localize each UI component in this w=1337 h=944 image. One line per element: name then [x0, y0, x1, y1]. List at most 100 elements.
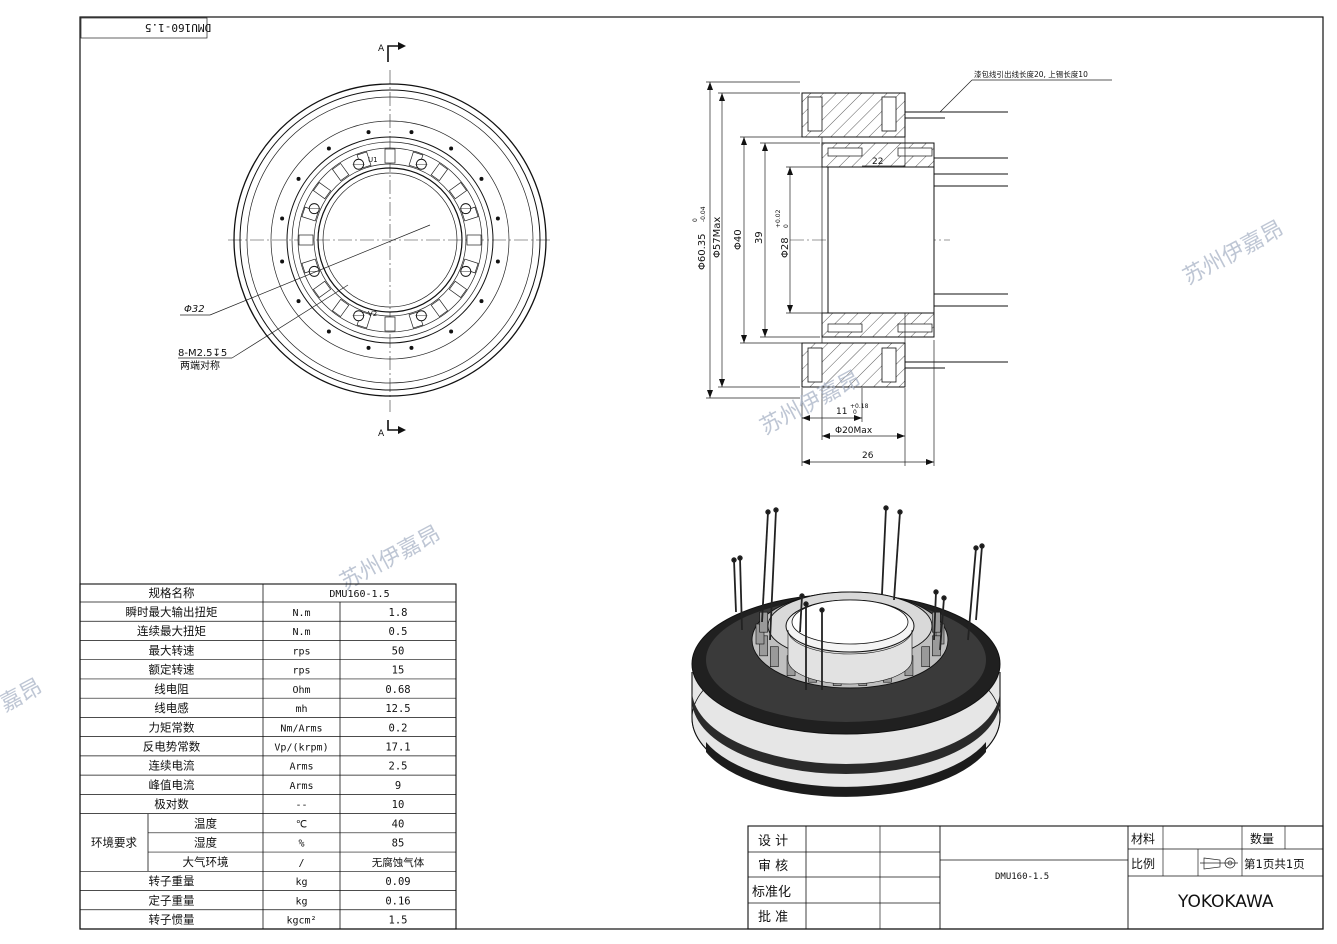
stator-slot: [430, 298, 449, 318]
lead-wire-note: 漆包线引出线长度20, 上锡长度10: [974, 69, 1088, 79]
stator-slot: [466, 234, 482, 246]
ring-label-bottom: V2: [368, 310, 377, 318]
section-view: 漆包线引出线长度20, 上锡长度10 Φ60.35 0 -0.04 Φ57Max…: [692, 69, 1112, 466]
lead-pin: [939, 597, 945, 651]
ring-dot: [326, 146, 331, 151]
spec-row-value: 0.5: [389, 626, 408, 638]
spec-row-name: 线电感: [154, 701, 189, 715]
lead-pin: [799, 595, 803, 633]
ring-dot: [296, 176, 301, 181]
spec-row-value: 0.2: [389, 722, 408, 734]
lead-pin: [975, 545, 983, 621]
lead-pin: [967, 547, 977, 641]
lead-pin: [893, 511, 901, 601]
lead-pin: [739, 557, 743, 631]
section-marker-bottom: A: [378, 420, 406, 439]
svg-text:39: 39: [754, 231, 765, 244]
dimension-20: Φ20Max: [821, 388, 906, 466]
spec-row-unit: rps: [292, 666, 310, 677]
spec-row-name: 定子重量: [149, 893, 195, 907]
lead-pin-tip: [973, 545, 979, 551]
spec-row-value: 无腐蚀气体: [372, 856, 425, 869]
spec-row-name: 最大转速: [149, 643, 195, 657]
svg-text:11: 11: [836, 407, 847, 417]
tb-company: YOKOKAWA: [1177, 892, 1274, 912]
lead-pin-tip: [883, 505, 889, 511]
stator-slot: [298, 234, 314, 246]
spec-row-value: 0.16: [385, 895, 410, 907]
iso-tooth: [921, 646, 931, 668]
spec-row-unit: kgcm²: [286, 916, 316, 927]
lead-pin-tip: [799, 593, 805, 599]
hole-spec-note: 两端对称: [180, 359, 220, 372]
svg-text:26: 26: [862, 451, 874, 461]
ring-dot: [280, 259, 285, 264]
lead-pin: [769, 509, 777, 641]
spec-header-model: DMU160-1.5: [329, 589, 389, 600]
svg-text:Φ20Max: Φ20Max: [835, 426, 873, 436]
dimension-57: Φ57Max: [712, 92, 800, 388]
lead-pin-tip: [819, 607, 825, 613]
tb-sheet-info: 第1页共1页: [1244, 857, 1305, 871]
hole-spec-label: 8-M2.5↧5: [178, 348, 227, 359]
lead-pin-tip: [765, 509, 771, 515]
lead-pin-tip: [803, 601, 809, 607]
spec-row-name: 额定转速: [149, 663, 195, 677]
spec-row-unit: /: [298, 858, 304, 869]
dimension-28: Φ28 +0.02 0: [775, 166, 826, 314]
tb-review-label: 审 核: [758, 859, 788, 874]
dimension-26: 26: [802, 340, 935, 466]
svg-text:Φ60.35: Φ60.35: [697, 234, 708, 271]
stator-slot: [448, 181, 468, 200]
spec-row-name: 瞬时最大输出扭矩: [126, 605, 218, 619]
spec-row-value: 10: [392, 799, 405, 811]
svg-text:0: 0: [853, 409, 857, 416]
spec-row-name: 湿度: [194, 836, 217, 850]
ring-dot: [409, 345, 414, 350]
spec-row-unit: N.m: [292, 627, 310, 638]
ring-dot: [296, 299, 301, 304]
spec-row-name: 反电势常数: [143, 739, 201, 753]
ring-dot: [409, 130, 414, 135]
dimension-22: 22: [872, 157, 883, 167]
svg-text:+0.02: +0.02: [775, 209, 782, 228]
iso-tooth: [932, 611, 941, 633]
lead-pin: [881, 507, 887, 595]
lead-pin: [733, 559, 737, 613]
iso-tooth: [759, 611, 768, 633]
ring-dot: [366, 130, 371, 135]
drawing-frame: [79, 16, 1324, 930]
svg-text:0: 0: [692, 218, 699, 222]
spec-row-name: 线电阻: [154, 682, 189, 696]
spec-row-value: 1.8: [389, 607, 408, 619]
bore-diameter-label: Φ32: [184, 304, 205, 315]
stator-slot: [312, 181, 332, 200]
ring-dot: [449, 146, 454, 151]
spec-row-name: 大气环境: [183, 855, 229, 869]
spec-row-unit: Arms: [289, 781, 313, 792]
stator-slot: [384, 316, 396, 332]
lead-pin-tip: [731, 557, 737, 563]
spec-row-value: 9: [395, 780, 401, 792]
spec-row-unit: --: [295, 800, 307, 811]
stator-slot: [448, 280, 468, 299]
spec-row-value: 0.09: [385, 876, 410, 888]
svg-text:Φ40: Φ40: [733, 229, 744, 250]
dimension-11: 11 +0.18 0: [801, 388, 869, 466]
spec-row-name: 转子重量: [149, 874, 195, 888]
lead-pin: [761, 511, 769, 623]
spec-row-value: 12.5: [385, 703, 410, 715]
watermark: 苏州伊嘉昂: [1179, 217, 1288, 291]
svg-text:A: A: [378, 44, 385, 54]
spec-row-unit: %: [298, 839, 304, 850]
dimension-od: Φ60.35 0 -0.04: [692, 81, 800, 399]
lead-pin-tip: [979, 543, 985, 549]
spec-row-unit: kg: [295, 877, 307, 888]
svg-text:-0.04: -0.04: [700, 206, 707, 222]
title-tab: DMU160-1.5: [80, 17, 211, 39]
lead-pin-tip: [933, 589, 939, 595]
ring-dot: [479, 176, 484, 181]
tb-standard-label: 标准化: [752, 885, 791, 900]
watermark-partial: 嘉昂: [0, 675, 47, 718]
